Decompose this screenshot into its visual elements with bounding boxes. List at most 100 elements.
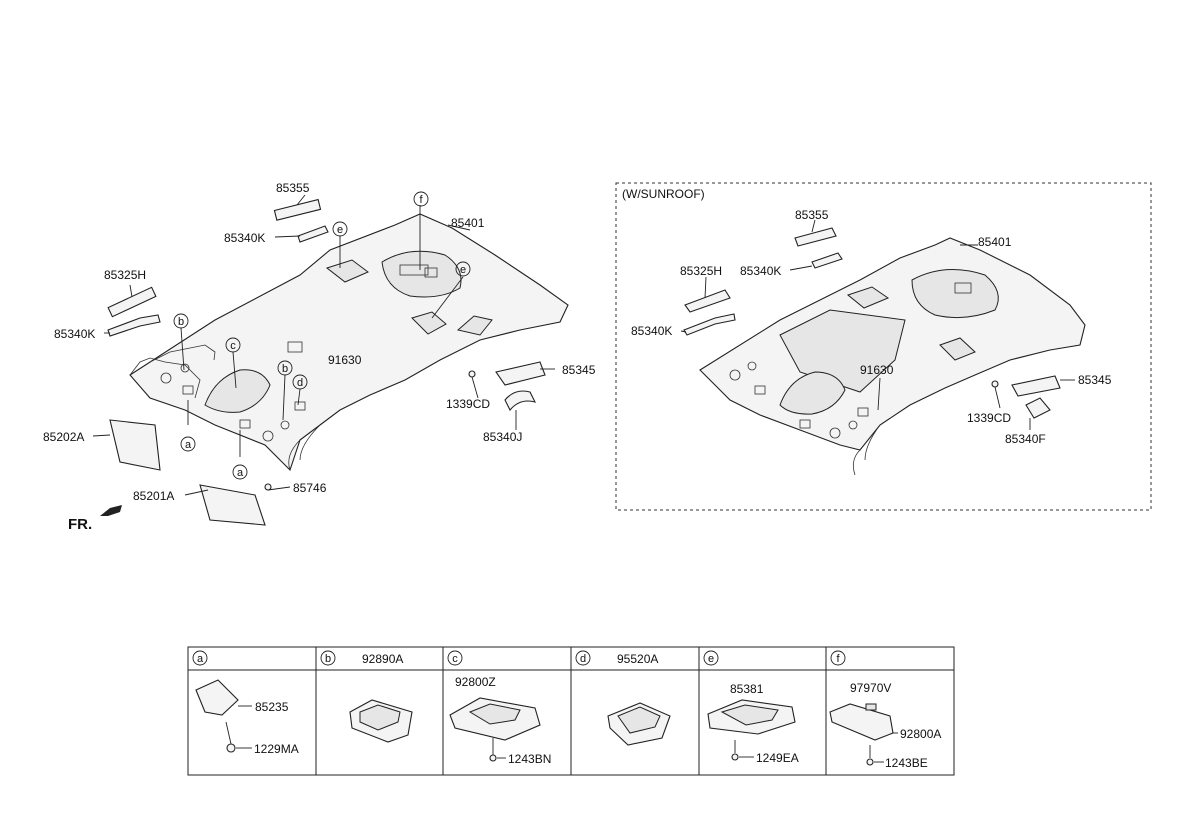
sunroof-callout-85340F: 85340F [1005, 432, 1046, 446]
main-85340J-handle [504, 390, 537, 411]
main-callouts: 85355 85340K 85401 85325H 85340K 91630 8… [43, 181, 596, 503]
marker-a-1: a [185, 439, 192, 451]
marker-a-2: a [237, 467, 244, 479]
cell-d-module-face [617, 706, 661, 734]
cell-e-85381: 85381 [730, 682, 764, 696]
rear-lamp-recess [399, 264, 429, 276]
main-1339CD-clip [468, 370, 476, 378]
main-85746-screw [264, 483, 272, 491]
sunroof-side-strokes [852, 424, 881, 476]
main-headliner-group [129, 213, 569, 472]
sunroof-variant-box [615, 182, 1152, 511]
table-key-e: e [708, 653, 714, 665]
cell-f-97970V: 97970V [850, 681, 891, 695]
front-hole-1 [160, 372, 172, 384]
main-callout-85355: 85355 [276, 181, 310, 195]
sunroof-title: (W/SUNROOF) [622, 187, 705, 201]
main-callout-1339CD: 1339CD [446, 397, 490, 411]
sunroof-callout-85345: 85345 [1078, 373, 1112, 387]
sunroof-callout-85325H: 85325H [680, 264, 722, 278]
front-clip-b [239, 419, 251, 429]
main-circle-markers: e f e b c b d a a [173, 191, 471, 480]
sunroof-clip-a [754, 385, 766, 395]
main-callout-85201A: 85201A [133, 489, 174, 503]
main-callout-85202A: 85202A [43, 430, 84, 444]
cell-c-screw [489, 754, 497, 762]
front-label: FR. [68, 516, 92, 533]
rear-lamp-box [424, 267, 438, 278]
console-cutout [204, 369, 271, 413]
table-header-92890A: 92890A [362, 652, 403, 666]
marker-f: f [419, 194, 423, 206]
main-callout-85401: 85401 [451, 216, 485, 230]
main-85201A-sunvisor [199, 484, 266, 526]
sunroof-callouts: 85355 85401 85325H 85340K 85340K 91630 8… [631, 208, 1112, 446]
cell-a-85235: 85235 [255, 700, 289, 714]
cell-a-1229MA: 1229MA [254, 742, 299, 756]
sunroof-rear-lamp [954, 282, 972, 294]
main-85355-bracket [273, 198, 322, 221]
main-callout-85340K-top: 85340K [224, 231, 265, 245]
front-clip-a [182, 385, 194, 395]
front-bracket-outline [149, 344, 216, 363]
main-85345-bracket [495, 361, 546, 386]
sunroof-hole-2 [747, 361, 757, 371]
marker-e-2: e [460, 264, 466, 276]
cell-b-housing-inner [359, 704, 401, 731]
main-leader-lines [92, 194, 555, 496]
marker-d: d [297, 377, 303, 389]
left-lamp-pad [325, 259, 369, 283]
cell-f-screw [866, 758, 874, 766]
cell-f-92800A: 92800A [900, 727, 941, 741]
front-direction-indicator: FR. [68, 505, 122, 533]
sunroof-85340F-handle [1025, 397, 1051, 419]
sunroof-85355-bracket [794, 227, 837, 247]
table-key-c: c [452, 653, 458, 665]
main-callout-85340K-left: 85340K [54, 327, 95, 341]
marker-e-1: e [337, 224, 343, 236]
headliner-front-edge [129, 357, 201, 399]
sunroof-leader-lines [680, 219, 1075, 430]
sunroof-hole-4 [848, 420, 858, 430]
middle-lamp-pad [411, 311, 447, 335]
sunroof-clip-b [799, 419, 811, 429]
front-arrow-icon [100, 505, 122, 516]
sunroof-callout-85355: 85355 [795, 208, 829, 222]
sunroof-85340K-handle-left [683, 313, 736, 336]
main-callout-85340J: 85340J [483, 430, 522, 444]
sunroof-right-pad [939, 337, 976, 361]
main-85325H-bracket [107, 286, 157, 318]
front-clip-c [294, 401, 306, 411]
sunroof-callout-85340K-top: 85340K [740, 264, 781, 278]
sunroof-1339CD-clip [991, 380, 999, 388]
main-callout-85325H: 85325H [104, 268, 146, 282]
cell-c-92800Z: 92800Z [455, 675, 496, 689]
cell-f-1243BE: 1243BE [885, 756, 928, 770]
main-callout-91630: 91630 [328, 353, 362, 367]
headliner-side-strokes [288, 424, 321, 471]
sunroof-85345-bracket [1011, 375, 1061, 397]
sunroof-headliner-group [699, 237, 1086, 476]
sunroof-85340K-handle-top [811, 252, 843, 269]
sunroof-console-cutout [779, 371, 846, 415]
table-key-f: f [836, 653, 840, 665]
marker-b-1: b [178, 316, 184, 328]
sunroof-clip-c [857, 407, 869, 417]
main-85202A-sunvisor [109, 419, 161, 471]
cell-a-bracket [195, 679, 239, 716]
sunroof-hole-3 [829, 427, 841, 439]
cell-a-screw [226, 743, 236, 753]
sunroof-opening [779, 309, 906, 393]
cell-e-lamp-lens [720, 704, 779, 726]
rear-cutout [381, 250, 462, 298]
marker-c: c [230, 340, 236, 352]
sunroof-callout-91630: 91630 [860, 363, 894, 377]
cell-e-1249EA: 1249EA [756, 751, 799, 765]
main-callout-85345: 85345 [562, 363, 596, 377]
cell-c-lamp-lens [468, 703, 521, 725]
main-85340K-handle-left [107, 314, 161, 337]
sunroof-callout-85401: 85401 [978, 235, 1012, 249]
sunroof-callout-85340K-left: 85340K [631, 324, 672, 338]
table-key-b: b [325, 653, 331, 665]
